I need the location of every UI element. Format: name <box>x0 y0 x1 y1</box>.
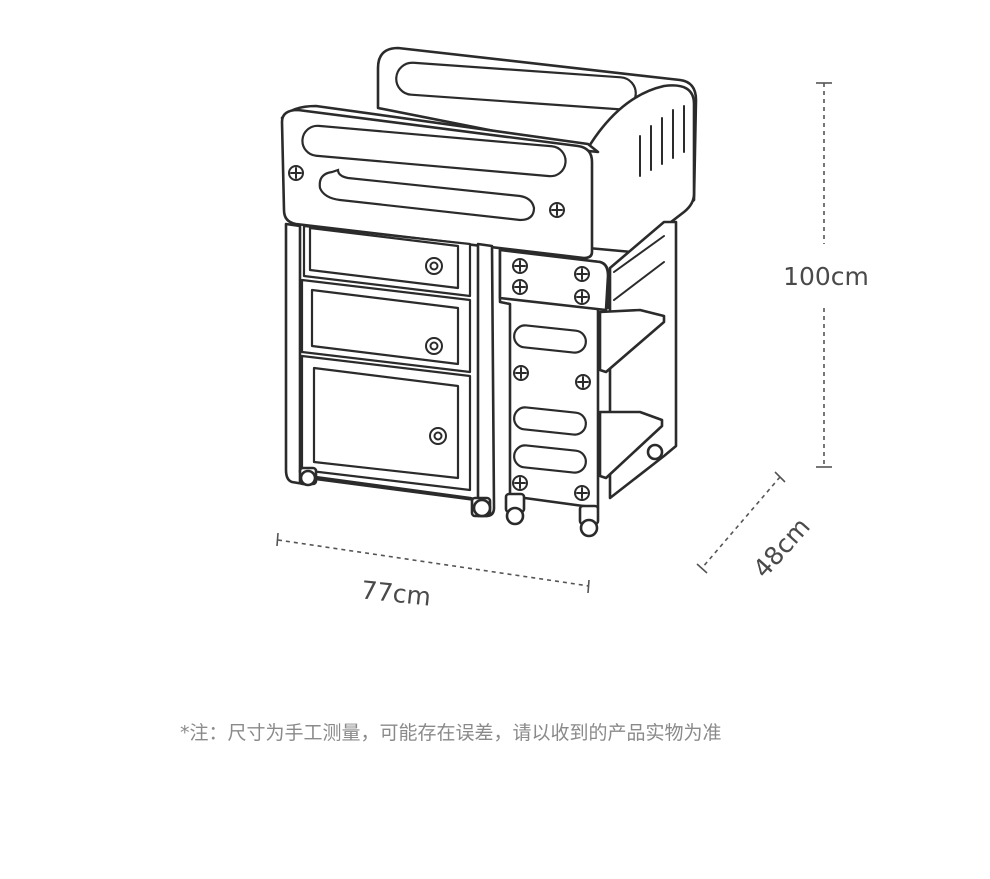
cabinet-illustration <box>280 46 698 538</box>
measurement-disclaimer-note: *注：尺寸为手工测量，可能存在误差，请以收到的产品实物为准 <box>180 722 722 744</box>
tray-front-upper-slot <box>301 124 567 178</box>
ladder-slots <box>513 324 587 474</box>
ladder-casters <box>504 443 664 538</box>
shelf-upper <box>598 308 666 374</box>
width-label: 77cm <box>360 575 433 611</box>
shelf-lower <box>598 410 664 480</box>
tray-side-vents <box>639 105 685 177</box>
width-dimension: 77cm <box>276 532 590 612</box>
height-label: 100cm <box>783 262 869 291</box>
tray-front-hook-slot <box>318 168 536 222</box>
drawer-top <box>302 224 472 298</box>
depth-dimension: 48cm <box>696 471 816 583</box>
tray-front-screws <box>288 165 565 218</box>
tray-back-handle-slot <box>395 61 637 111</box>
depth-label: 48cm <box>747 512 815 583</box>
drawer-middle <box>300 278 472 374</box>
drawer-bottom <box>300 354 472 492</box>
ladder-screws <box>512 258 591 501</box>
open-shelf-back-rails <box>613 235 665 301</box>
height-dimension: 100cm <box>783 82 869 468</box>
drawer-cabinet-casters <box>298 466 492 518</box>
